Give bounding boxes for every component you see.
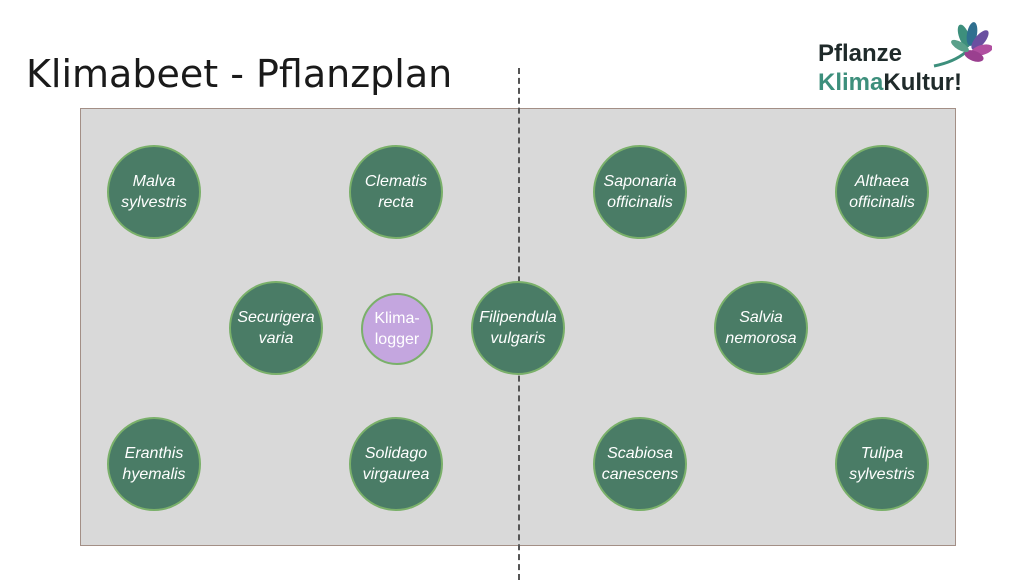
plant-saponaria-officinalis: Saponaria officinalis <box>593 145 687 239</box>
logger-line2: logger <box>374 331 420 348</box>
logo-text-klimakultur: KlimaKultur! <box>818 69 962 97</box>
plant-althaea-officinalis: Althaea officinalis <box>835 145 929 239</box>
plant-name-line1: Scabiosa <box>607 445 673 462</box>
plant-scabiosa-canescens: Scabiosa canescens <box>593 417 687 511</box>
plant-tulipa-sylvestris: Tulipa sylvestris <box>835 417 929 511</box>
logger-line1: Klima- <box>374 310 420 327</box>
plant-securigera-varia: Securigera varia <box>229 281 323 375</box>
logo-text-pflanze: Pflanze <box>818 40 903 67</box>
plant-name-line1: Solidago <box>364 445 428 462</box>
plant-name-line1: Clematis <box>364 173 428 190</box>
plant-name-line1: Saponaria <box>603 173 677 190</box>
plant-name-line2: virgaurea <box>362 466 430 483</box>
plant-name-line2: recta <box>378 194 414 211</box>
plant-name-line1: Althaea <box>854 173 910 190</box>
plant-name-line2: sylvestris <box>121 194 187 211</box>
page-title: Klimabeet - Pflanzplan <box>26 52 453 96</box>
plant-name-line2: varia <box>258 330 294 347</box>
plant-name-line2: sylvestris <box>849 466 915 483</box>
logo: Pflanze KlimaKultur! <box>818 22 998 102</box>
plant-clematis-recta: Clematis recta <box>349 145 443 239</box>
plant-name-line1: Securigera <box>237 309 315 326</box>
plant-name-line2: officinalis <box>607 194 673 211</box>
plant-salvia-nemorosa: Salvia nemorosa <box>714 281 808 375</box>
plant-name-line2: nemorosa <box>725 330 797 347</box>
plant-name-line2: vulgaris <box>490 330 546 347</box>
plant-name-line2: hyemalis <box>122 466 186 483</box>
logo-text-kultur: Kultur! <box>883 69 963 96</box>
plant-name-line2: canescens <box>601 466 679 483</box>
plant-name-line1: Malva <box>132 173 176 190</box>
flower-icon <box>933 22 992 68</box>
plant-name-line1: Salvia <box>739 309 783 326</box>
plant-eranthis-hyemalis: Eranthis hyemalis <box>107 417 201 511</box>
logo-text-klima: Klima <box>818 69 884 96</box>
plant-filipendula-vulgaris: Filipendula vulgaris <box>471 281 565 375</box>
plant-name-line1: Tulipa <box>860 445 904 462</box>
plant-name-line1: Eranthis <box>124 445 184 462</box>
plant-malva-sylvestris: Malva sylvestris <box>107 145 201 239</box>
plant-name-line1: Filipendula <box>479 309 557 326</box>
klimalogger: Klima-logger <box>361 293 433 365</box>
plant-name-line2: officinalis <box>849 194 915 211</box>
plant-solidago-virgaurea: Solidago virgaurea <box>349 417 443 511</box>
